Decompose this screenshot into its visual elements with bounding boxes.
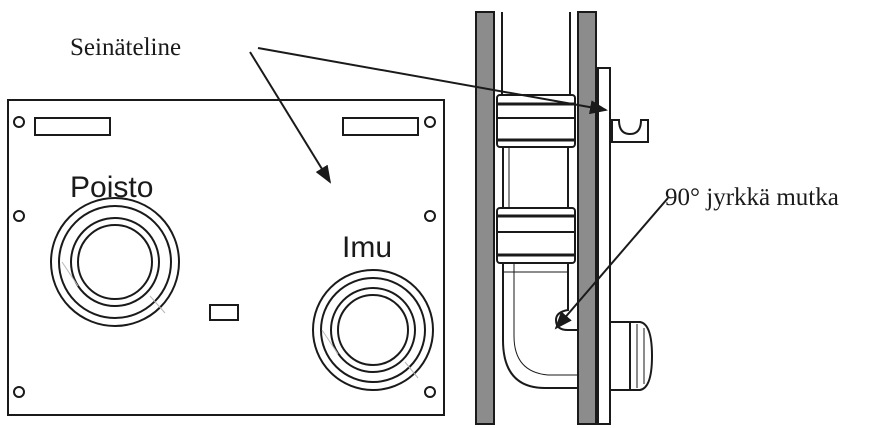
duct-coupling-lower xyxy=(496,207,576,264)
screw-hole xyxy=(424,210,436,222)
wall-plate: Poisto Imu xyxy=(7,99,445,416)
arrow-to-elbow xyxy=(554,197,669,330)
screw-hole xyxy=(424,386,436,398)
wall-board-right xyxy=(577,11,597,425)
intake-port xyxy=(312,269,434,391)
wall-plate-outline xyxy=(7,99,445,416)
wall-bracket-label: Seinäteline xyxy=(70,34,181,61)
wall-bracket xyxy=(611,119,649,143)
screw-hole xyxy=(424,116,436,128)
top-right-slot xyxy=(342,117,419,136)
exhaust-port xyxy=(50,197,180,327)
duct-coupling-upper xyxy=(496,94,576,148)
center-slot xyxy=(209,304,239,321)
elbow-label: 90° jyrkkä mutka xyxy=(665,184,839,211)
arrow-to-bracket xyxy=(257,47,608,115)
screw-hole xyxy=(13,210,25,222)
screw-holes xyxy=(13,116,436,398)
wall-terminal xyxy=(609,321,654,391)
intake-label: Imu xyxy=(342,231,392,264)
top-left-slot xyxy=(34,117,111,136)
outer-wall-strip xyxy=(597,67,611,425)
arrow-to-plate xyxy=(249,51,332,184)
exhaust-label: Poisto xyxy=(70,171,153,204)
wall-board-left xyxy=(475,11,495,425)
screw-hole xyxy=(13,116,25,128)
elbow-90 xyxy=(502,263,578,389)
screw-hole xyxy=(13,386,25,398)
side-section xyxy=(475,11,654,425)
